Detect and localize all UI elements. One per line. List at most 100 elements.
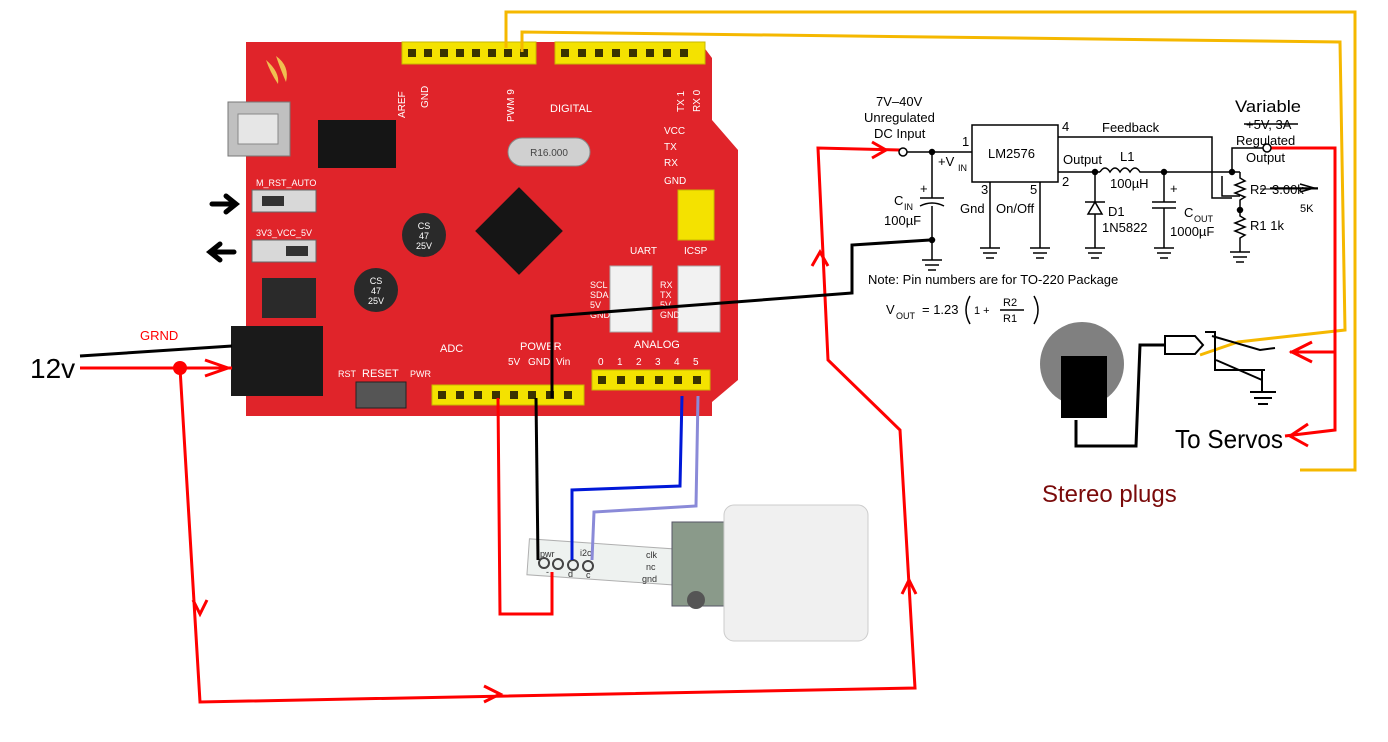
label-uart-rx: RX [660, 280, 673, 290]
supply-voltage-label: 12v [30, 353, 75, 384]
label-analog-5: 5 [693, 357, 699, 368]
sensor-label-nc: nc [646, 562, 656, 572]
arduino-board: R16.000 CS 47 25V CS 47 25V AREF GND DIG… [205, 41, 738, 416]
label-uart-tx: TX [660, 290, 672, 300]
label-digital: DIGITAL [550, 103, 592, 115]
label-uart: UART [630, 246, 657, 257]
label-switch2: 3V3_VCC_5V [256, 228, 312, 238]
pin5-label: 5 [1030, 182, 1037, 197]
l1-label: L1 [1120, 149, 1134, 164]
label-switch1: M_RST_AUTO [256, 178, 316, 188]
capacitor-1 [402, 213, 446, 257]
pin3-label: 3 [981, 182, 988, 197]
sensor-screw [687, 591, 705, 609]
d1-label: D1 [1108, 204, 1125, 219]
label-gnd-top: GND [420, 86, 431, 108]
gnd-label: Gnd [960, 201, 985, 216]
label-icsp-rx: RX [664, 158, 678, 169]
label-i2c-sda: SDA [590, 290, 609, 300]
r1-label: R1 1k [1250, 218, 1284, 233]
struck-output: +5V, 3A [1246, 117, 1292, 132]
cap2-label-b: 47 [371, 286, 381, 296]
vin-range: 7V–40V [876, 94, 923, 109]
label-uart-gnd: GND [660, 310, 681, 320]
cap1-label-a: CS [418, 221, 431, 231]
formula-num: R2 [1003, 297, 1017, 309]
header-holes-bottom [438, 376, 701, 399]
cout-plus: + [1170, 181, 1178, 196]
vout-terminal [1262, 143, 1272, 153]
arrow-right-icon [209, 193, 241, 215]
crystal [507, 137, 591, 167]
vin-pin-sub: IN [958, 163, 967, 173]
regulator-schematic [898, 123, 1318, 325]
pin4-label: 4 [1062, 119, 1069, 134]
wire-yellow-outer [504, 10, 1357, 472]
crystal-label: R16.000 [530, 148, 568, 159]
sensor-label-gnd: gnd [642, 574, 657, 584]
label-analog-3: 3 [655, 357, 661, 368]
main-mcu [475, 187, 563, 275]
label-power: POWER [520, 341, 562, 353]
label-icsp-gnd: GND [664, 176, 686, 187]
sensor-pad-pwr: pwr [540, 549, 555, 559]
cap1-label-b: 47 [419, 231, 429, 241]
inductor-l1 [1099, 167, 1200, 174]
board-logo [266, 56, 287, 84]
formula-one: 1 + [974, 305, 990, 317]
wire-red-output [1270, 146, 1337, 438]
label-pwm-9: PWM 9 [506, 89, 517, 122]
dc-jack[interactable] [231, 326, 323, 396]
label-aref: AREF [397, 91, 408, 118]
regulator-labels: 7V–40V Unregulated DC Input 1 +V IN LM25… [864, 94, 1314, 325]
sensor-pad-i2c: i2c [580, 548, 592, 558]
usb-chip [318, 120, 396, 168]
resistor-r2 [1232, 172, 1248, 210]
sensor-pad-c: c [586, 570, 591, 580]
d1-value: 1N5822 [1102, 220, 1148, 235]
note-label: Note: Pin numbers are for TO-220 Package [868, 272, 1118, 287]
label-i2c-scl: SCL [590, 280, 608, 290]
label-analog-4: 4 [674, 357, 680, 368]
label-icsp-vcc: VCC [664, 126, 685, 137]
label-analog: ANALOG [634, 339, 680, 351]
label-pwr: PWR [410, 369, 431, 379]
wire-black-jack [1074, 343, 1165, 448]
chip-label: LM2576 [988, 146, 1035, 161]
wire-red-5v-sensor [496, 397, 554, 616]
lm2576-chip [971, 124, 1059, 183]
sensor-label-clk: clk [646, 550, 657, 560]
cout-value: 1000µF [1170, 224, 1214, 239]
ground-label: GRND [140, 328, 178, 343]
label-reset: RESET [362, 368, 399, 380]
regulator-chip [262, 278, 316, 318]
regulated-2: Output [1246, 150, 1285, 165]
wire-red-down [178, 146, 917, 704]
capacitor-2 [354, 268, 398, 312]
cin-value: 100µF [884, 213, 921, 228]
formula-mid: = 1.23 [922, 302, 959, 317]
label-vin: Vin [556, 357, 570, 368]
formula-den: R1 [1003, 313, 1017, 325]
cin-plus: + [920, 181, 928, 196]
switch-3v3-vcc-5v[interactable] [251, 239, 317, 263]
label-rst: RST [338, 369, 357, 379]
sensor-pad-d: d [568, 569, 573, 579]
formula-sub: OUT [896, 311, 916, 321]
reset-button[interactable] [355, 381, 407, 409]
wire-lightblue-scl [590, 395, 700, 561]
label-adc: ADC [440, 343, 463, 355]
pin1-label: 1 [962, 134, 969, 149]
jack-socket-icon [1205, 331, 1276, 405]
pin2-label: 2 [1062, 174, 1069, 189]
output-label: Output [1063, 152, 1102, 167]
label-analog-1: 1 [617, 357, 623, 368]
onoff-label: On/Off [996, 201, 1034, 216]
regulated-1: Regulated [1236, 133, 1295, 148]
wire-yellow-inner [520, 30, 1347, 357]
wire-black-gnd-sensor [534, 397, 540, 561]
analog-header [591, 369, 711, 391]
wire-black-to-reg [550, 238, 931, 398]
stereo-plugs-label: Stereo plugs [1042, 481, 1177, 508]
